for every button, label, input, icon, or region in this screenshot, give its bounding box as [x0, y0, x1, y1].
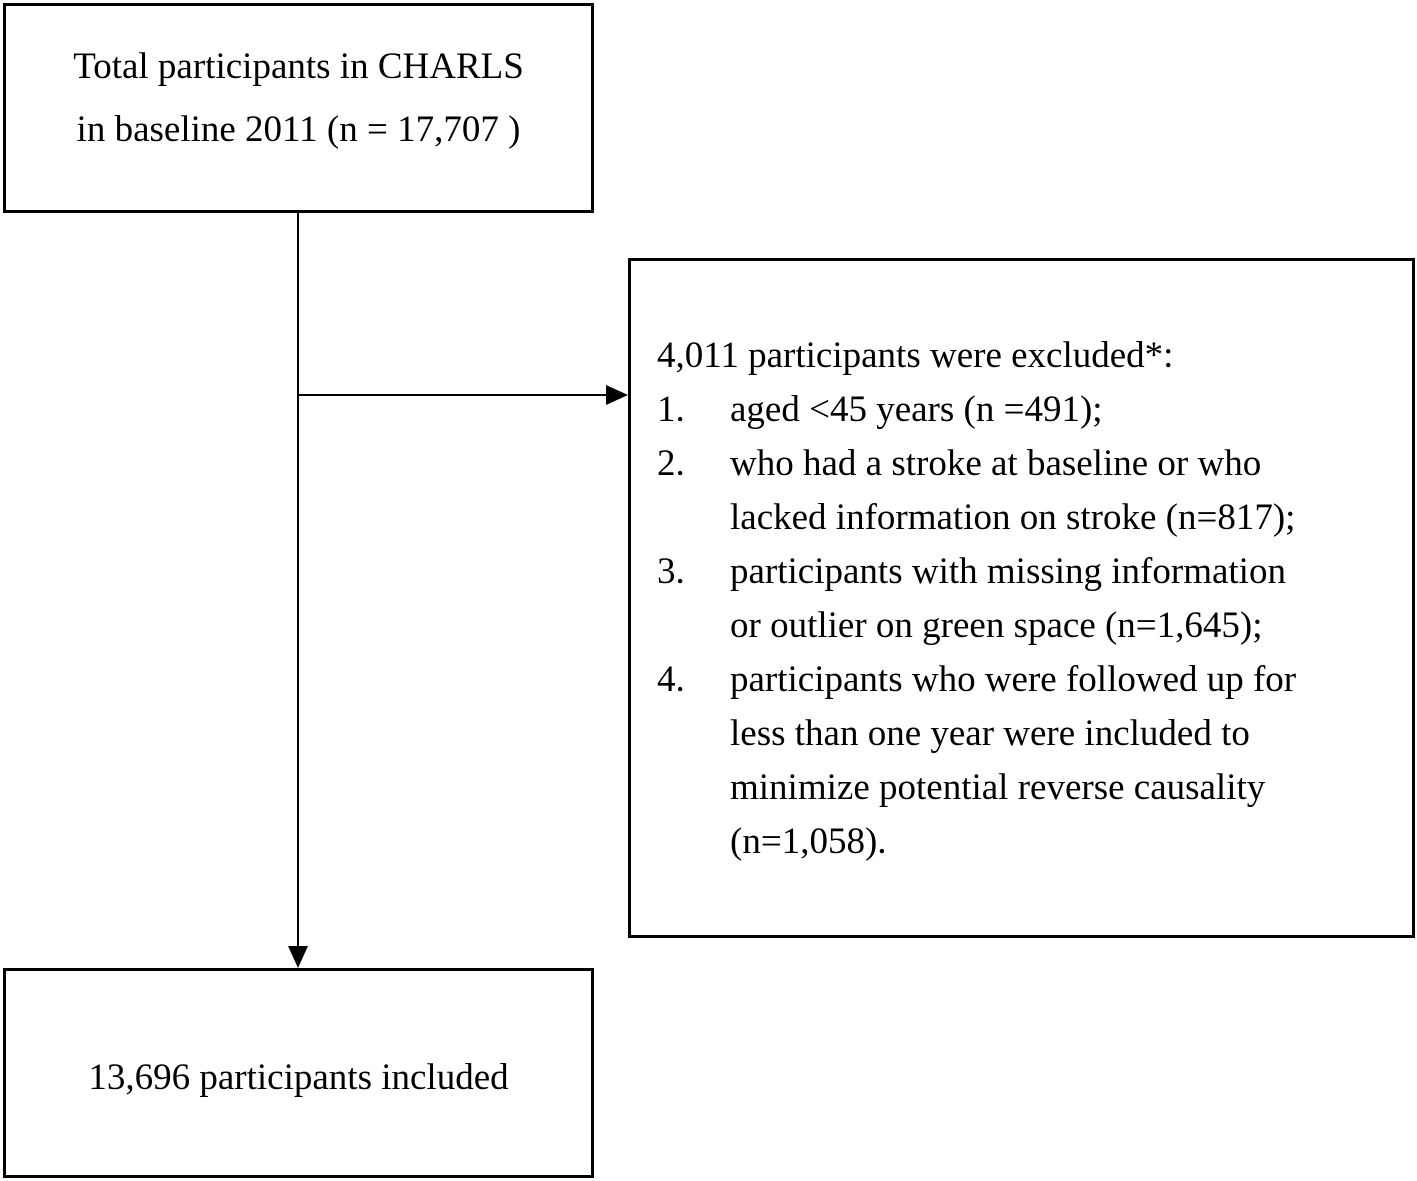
- exclusion-heading: 4,011 participants were excluded*:: [657, 335, 1174, 376]
- right-arrowhead: [606, 385, 628, 405]
- exclusion-item-line: participants with missing information: [730, 551, 1286, 592]
- exclusion-item-line: minimize potential reverse causality: [730, 767, 1266, 808]
- exclusion-item-number: 4.: [657, 659, 685, 700]
- exclusion-item-line: or outlier on green space (n=1,645);: [730, 605, 1263, 646]
- included-participants-box: 13,696 participants included: [3, 968, 594, 1178]
- exclusion-item-line: (n=1,058).: [730, 821, 887, 862]
- included-participants-text: 13,696 participants included: [88, 1057, 509, 1098]
- exclusion-item-line: lacked information on stroke (n=817);: [730, 497, 1296, 538]
- top-box-line-1: Total participants in CHARLS: [73, 46, 524, 87]
- exclusion-item-number: 3.: [657, 551, 685, 592]
- top-box-line-2: in baseline 2011 (n = 17,707 ): [76, 109, 521, 150]
- exclusion-item-line: participants who were followed up for: [730, 659, 1297, 700]
- total-participants-text: Total participants in CHARLS in baseline…: [6, 35, 591, 161]
- exclusion-box: 4,011 participants were excluded*: 1. ag…: [628, 258, 1415, 938]
- down-arrowhead: [288, 946, 308, 968]
- total-participants-box: Total participants in CHARLS in baseline…: [3, 3, 594, 213]
- exclusion-item-line: less than one year were included to: [730, 713, 1250, 754]
- exclusion-item-line: who had a stroke at baseline or who: [730, 443, 1262, 484]
- exclusion-item-line: aged <45 years (n =491);: [730, 389, 1103, 430]
- exclusion-item-number: 1.: [657, 389, 685, 430]
- exclusion-item-number: 2.: [657, 443, 685, 484]
